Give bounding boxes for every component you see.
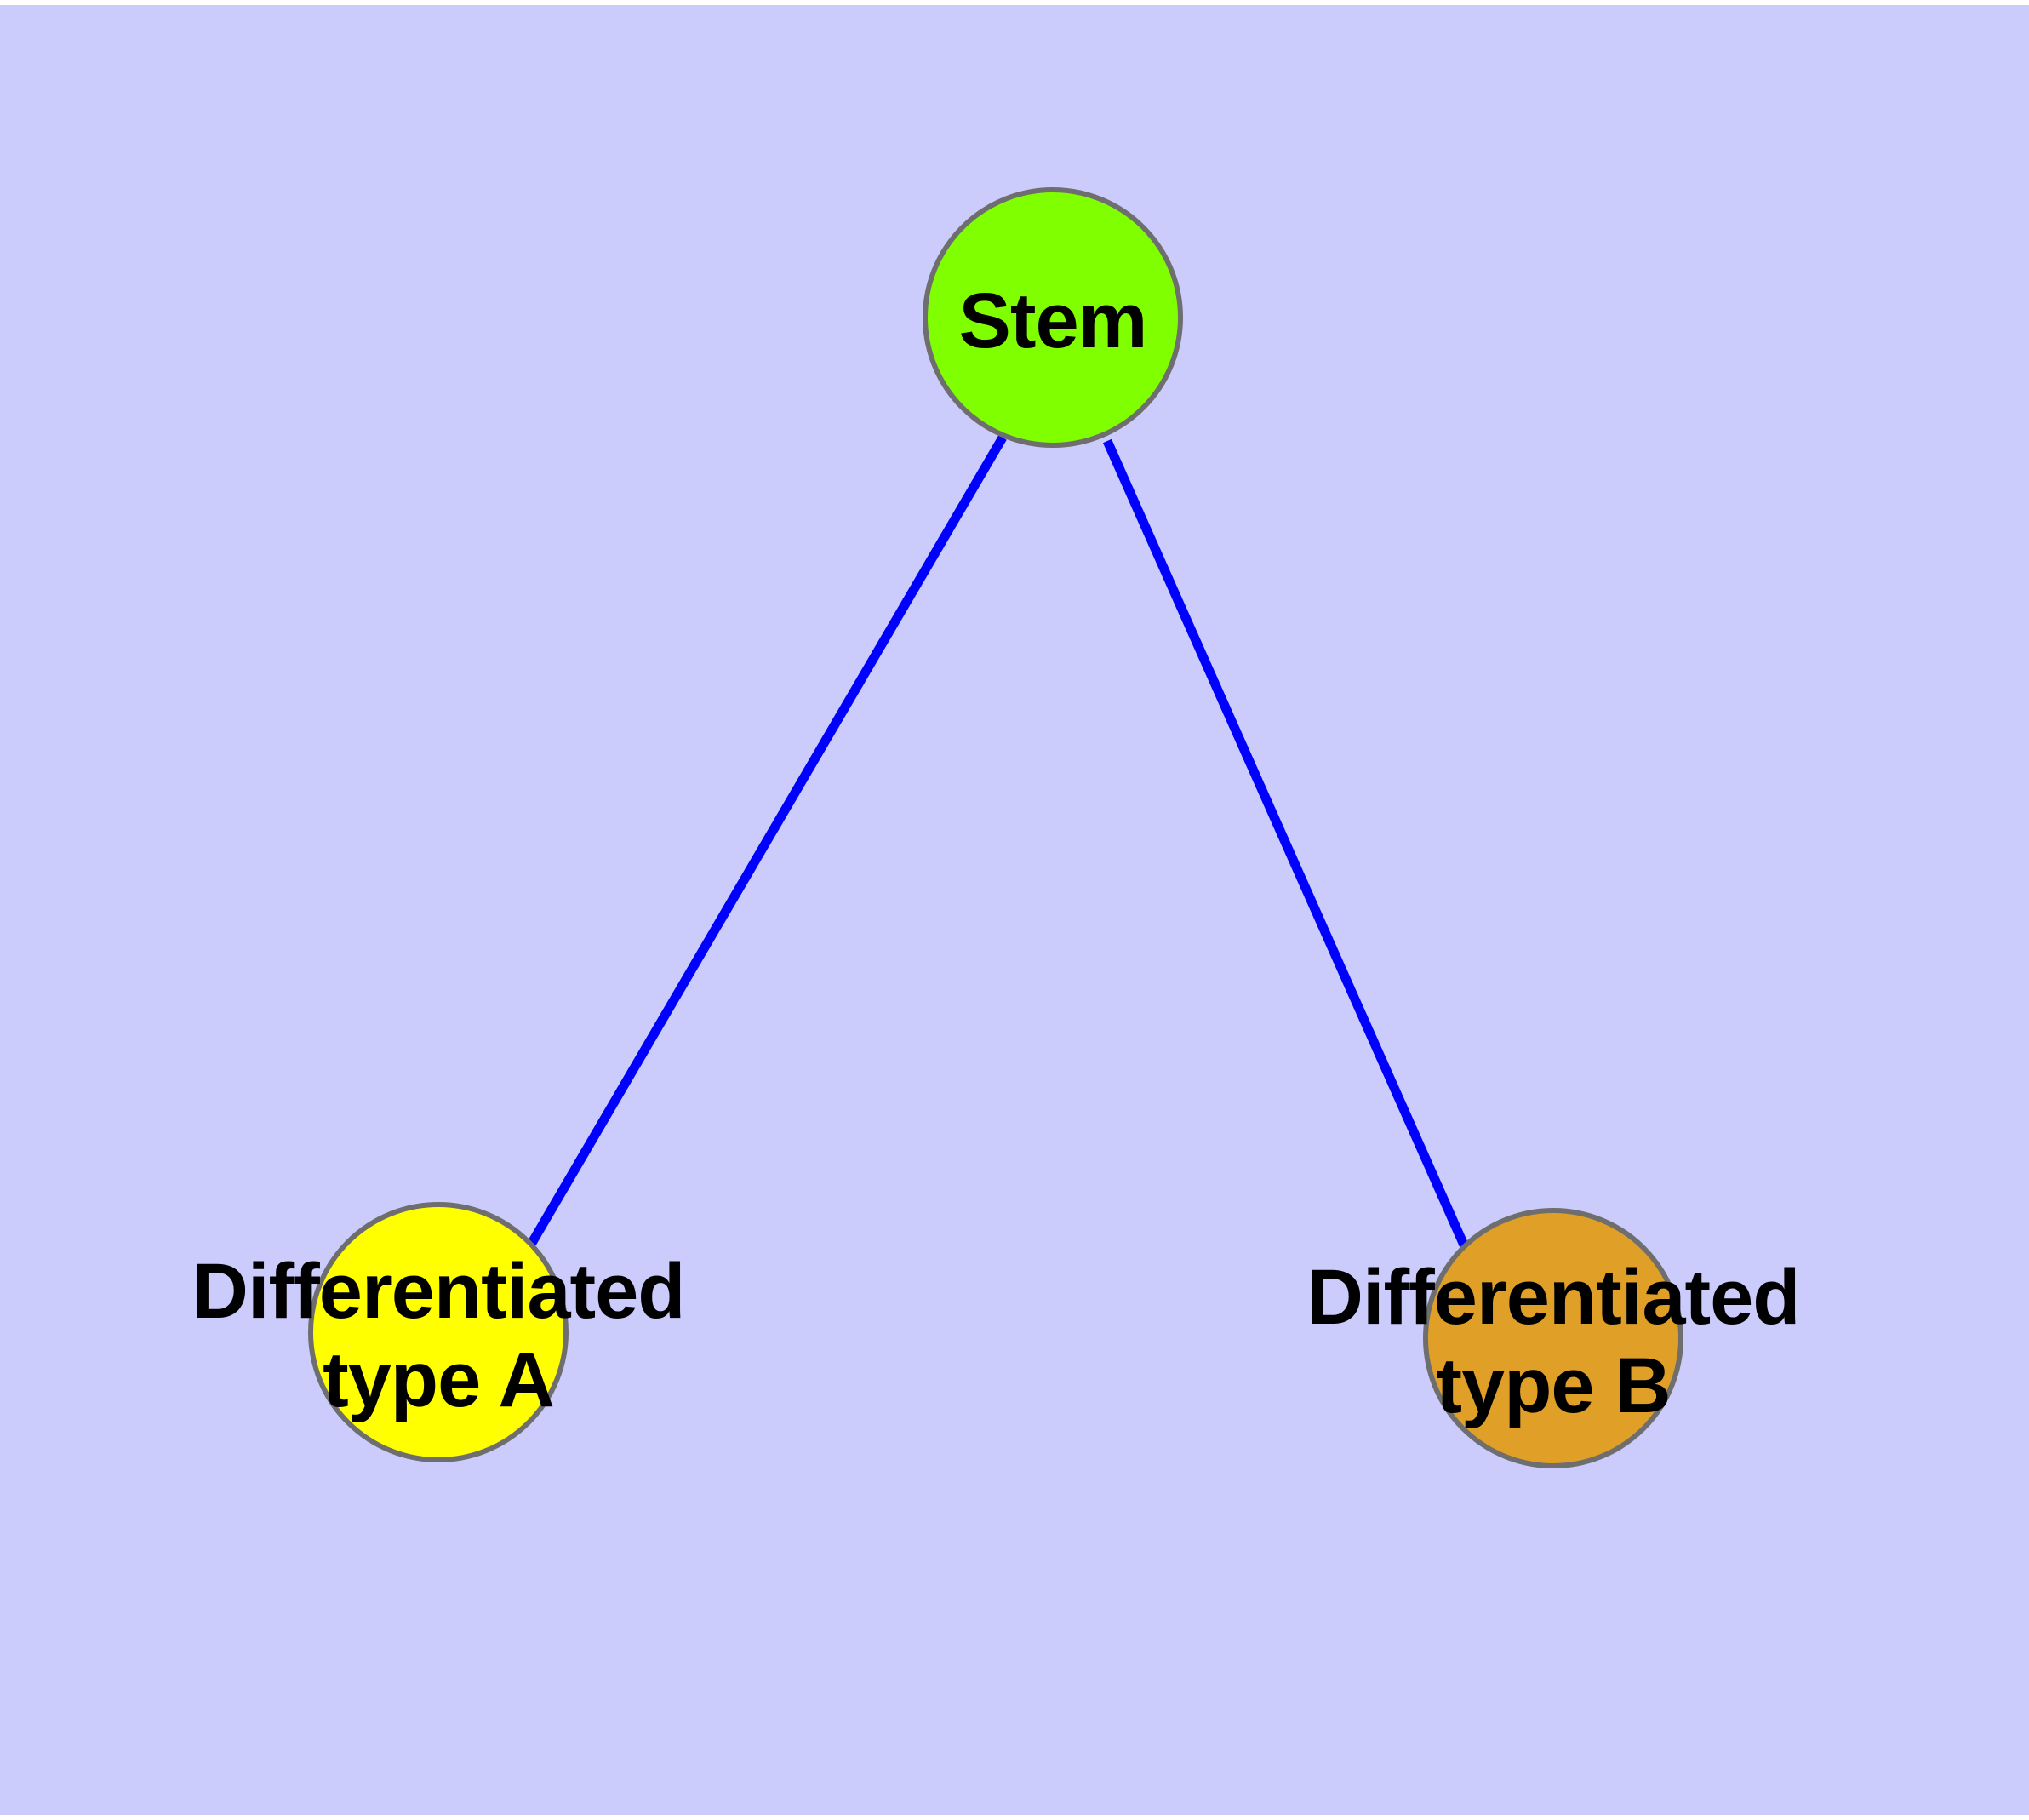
node-label-line: Differentiated [191, 1248, 686, 1335]
node-label-line: Differentiated [1306, 1254, 1801, 1341]
edge-layer [528, 435, 1471, 1251]
graph-node-stem[interactable] [923, 187, 1183, 448]
graph-node-diff_b[interactable] [1423, 1208, 1683, 1468]
graph-edge-stem-diff_a [528, 435, 1007, 1245]
graph-edge-stem-diff_b [1102, 438, 1471, 1251]
graph-node-diff_a[interactable] [308, 1202, 569, 1462]
node-label-line: type A [323, 1336, 555, 1423]
node-label-line: type B [1436, 1342, 1671, 1429]
